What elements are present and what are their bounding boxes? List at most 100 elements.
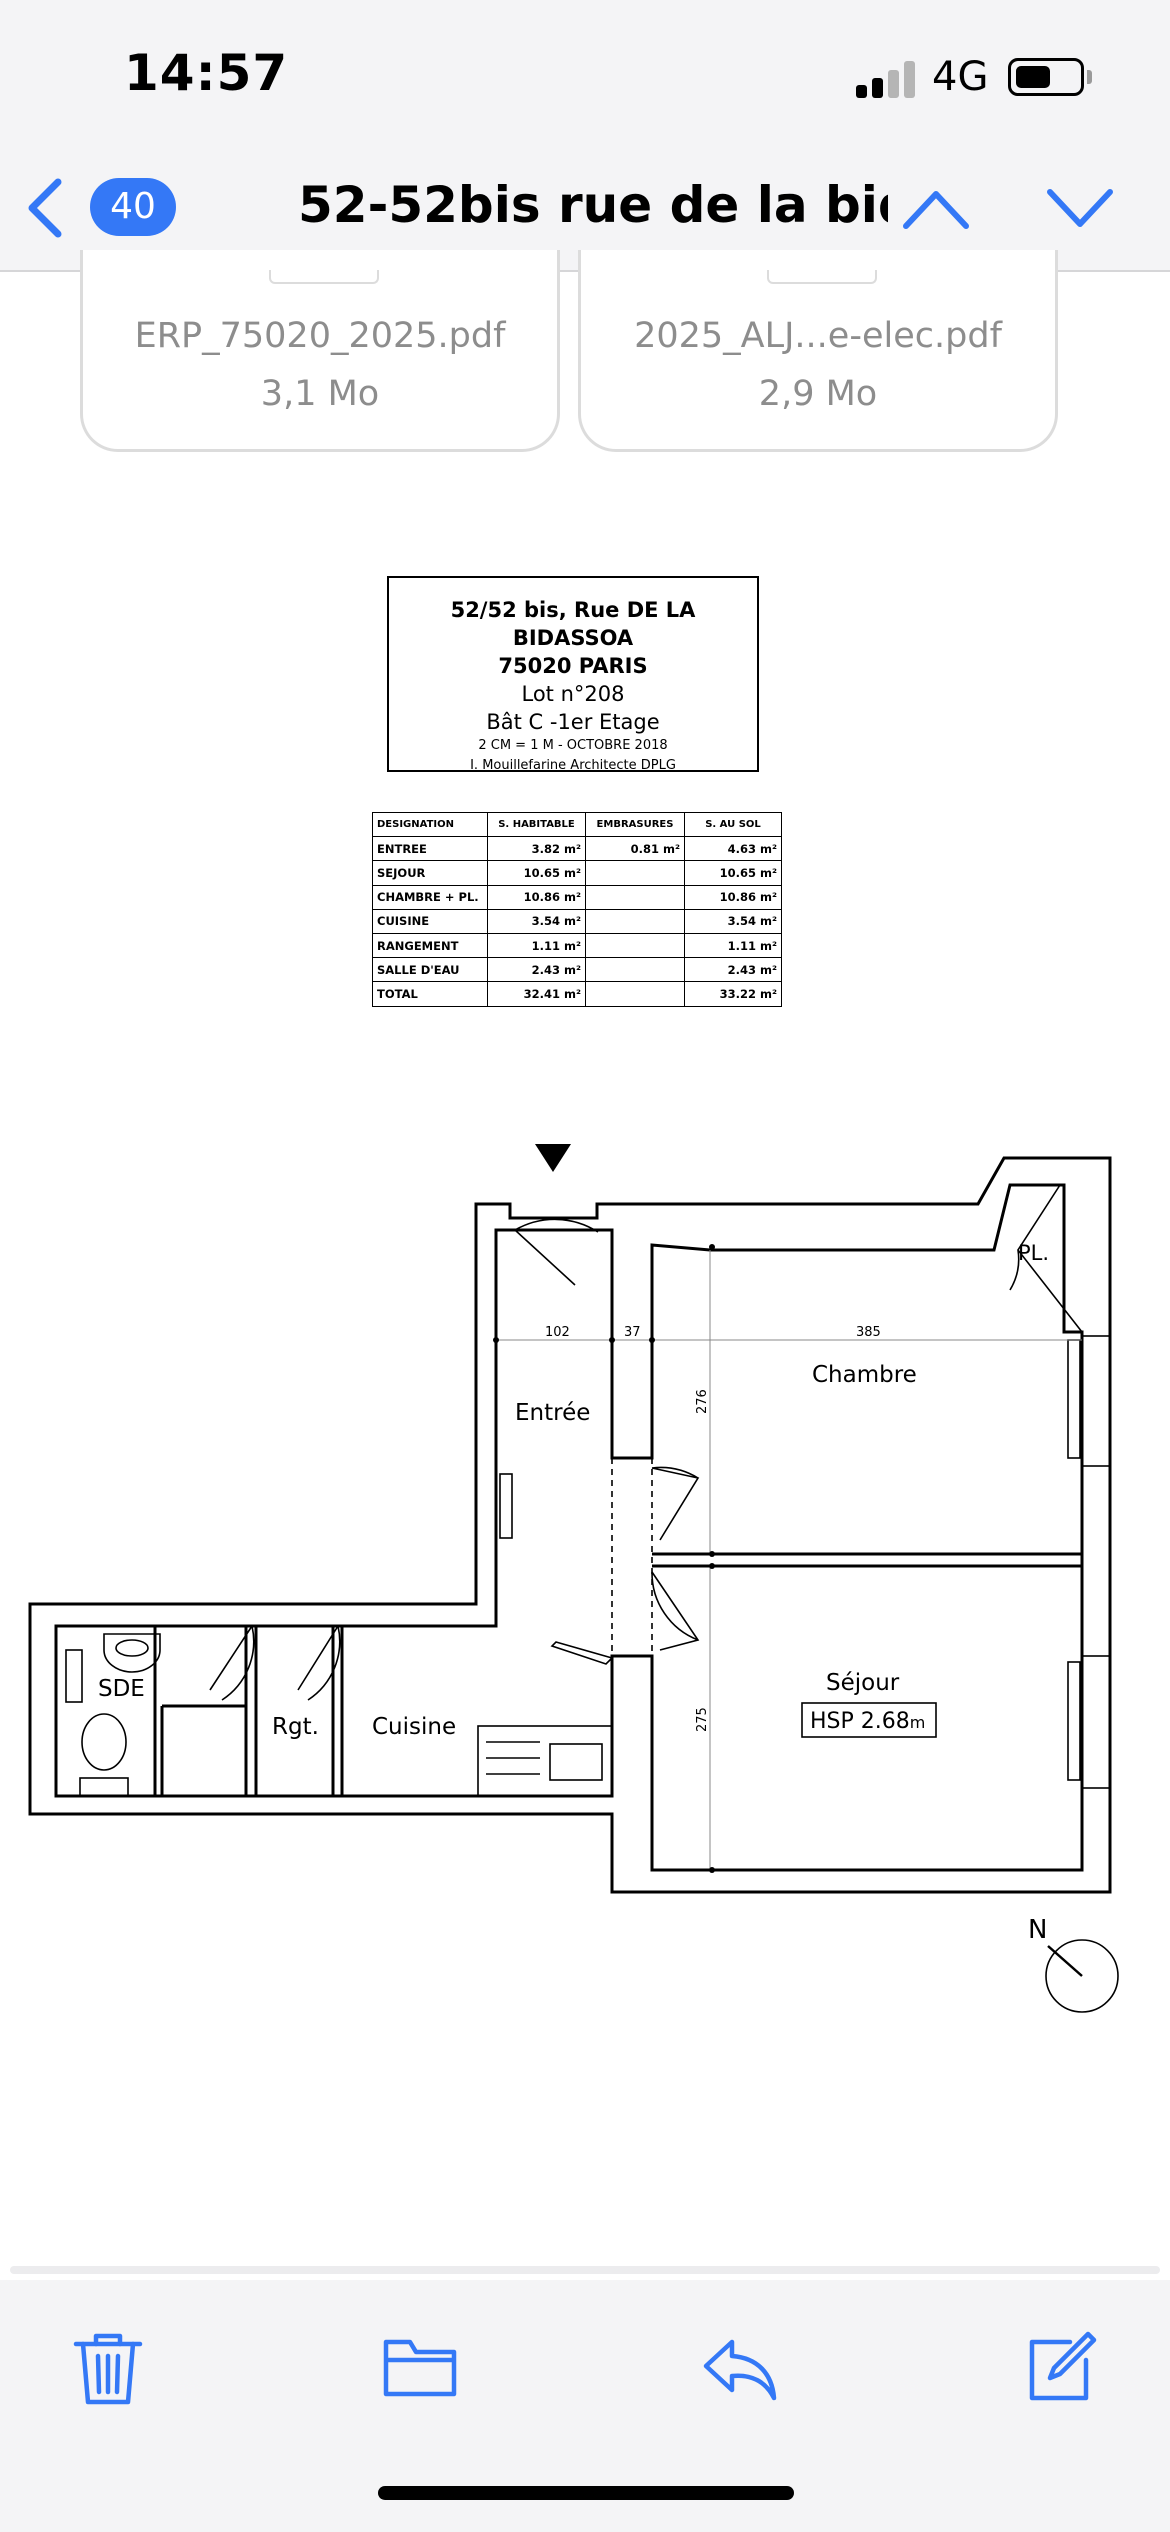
door <box>651 1571 700 1651</box>
compose-icon[interactable] <box>1020 2328 1100 2408</box>
home-indicator[interactable] <box>378 2486 794 2500</box>
window <box>65 1649 83 1703</box>
room-label-sejour: Séjour <box>826 1670 900 1696</box>
table-cell <box>585 860 685 886</box>
column-header: S. AU SOL <box>684 811 782 838</box>
table-cell: 10.65 m² <box>684 860 782 886</box>
folder-icon[interactable] <box>380 2328 460 2408</box>
door <box>297 1625 341 1701</box>
dimension-label: 37 <box>624 1325 641 1340</box>
thread-title: 52-52bis rue de la bid... <box>298 176 888 234</box>
door <box>514 1218 599 1286</box>
table-cell: SEJOUR <box>372 860 488 886</box>
table-row: ENTREE 3.82 m² 0.81 m² 4.63 m² <box>372 836 782 862</box>
room-label-cuisine: Cuisine <box>372 1714 456 1740</box>
room-label-entree: Entrée <box>515 1400 590 1426</box>
table-cell: 3.82 m² <box>487 836 586 862</box>
room-label-sde: SDE <box>98 1676 145 1702</box>
door <box>550 1641 614 1665</box>
attachment-size: 3,1 Mo <box>260 374 380 414</box>
attachment-thumbnail <box>269 270 379 284</box>
network-type: 4G <box>932 54 989 100</box>
table-row: CHAMBRE + PL. 10.86 m² 10.86 m² <box>372 884 782 910</box>
battery-icon <box>1008 58 1084 96</box>
toolbar-divider <box>10 2266 1160 2274</box>
status-time: 14:57 <box>124 44 289 102</box>
room-label-pl: PL. <box>1018 1241 1049 1265</box>
table-cell: 32.41 m² <box>487 981 586 1007</box>
table-row: SALLE D'EAU 2.43 m² 2.43 m² <box>372 957 782 983</box>
table-cell: 10.86 m² <box>487 884 586 910</box>
window <box>499 1473 513 1539</box>
table-cell <box>585 908 685 934</box>
table-cell <box>585 981 685 1007</box>
attachment-thumbnail <box>767 270 877 284</box>
inner-wall <box>54 1183 1084 1872</box>
attachment-name: 2025_ALJ...e-elec.pdf <box>634 316 1002 356</box>
dimension-label: 385 <box>856 1325 881 1340</box>
table-row: CUISINE 3.54 m² 3.54 m² <box>372 908 782 934</box>
plan-address: 52/52 bis, Rue DE LA BIDASSOA <box>450 598 696 650</box>
attachment-size: 2,9 Mo <box>758 374 878 414</box>
table-cell: 3.54 m² <box>487 908 586 934</box>
table-cell: CHAMBRE + PL. <box>372 884 488 910</box>
hsp-label: HSP 2.68m <box>810 1709 925 1734</box>
dimension-label: 275 <box>695 1707 710 1732</box>
window <box>1081 1335 1111 1467</box>
cellular-signal-icon <box>856 58 916 98</box>
north-compass-icon <box>1045 1939 1119 2013</box>
message-count-badge[interactable]: 40 <box>90 178 176 236</box>
floor-plan: Entrée Chambre Séjour Cuisine SDE Rgt. P… <box>28 1144 1119 2013</box>
attachment-card[interactable]: ERP_75020_2025.pdf 3,1 Mo <box>80 250 560 452</box>
chevron-left-icon[interactable] <box>22 176 68 240</box>
room-label-rgt: Rgt. <box>272 1714 319 1740</box>
plan-building: Bât C -1er Etage <box>486 710 660 734</box>
dimension-label: 276 <box>695 1389 710 1414</box>
table-cell: 0.81 m² <box>585 836 685 862</box>
washbasin-bowl <box>115 1639 149 1657</box>
column-header: S. HABITABLE <box>487 811 586 838</box>
window <box>1081 1655 1111 1789</box>
table-cell: 2.43 m² <box>487 957 586 983</box>
table-cell: 10.65 m² <box>487 860 586 886</box>
table-row: TOTAL 32.41 m² 33.22 m² <box>372 981 782 1007</box>
table-header-row: DESIGNATION S. HABITABLE EMBRASURES S. A… <box>372 811 782 838</box>
window <box>1067 1339 1081 1459</box>
reply-icon[interactable] <box>700 2328 780 2408</box>
table-row: RANGEMENT 1.11 m² 1.11 m² <box>372 932 782 959</box>
battery-tip <box>1087 70 1092 84</box>
dimension-label: 102 <box>545 1325 570 1340</box>
attachment-card[interactable]: 2025_ALJ...e-elec.pdf 2,9 Mo <box>578 250 1058 452</box>
table-cell: 1.11 m² <box>684 932 782 959</box>
column-header: DESIGNATION <box>372 811 488 838</box>
table-cell: 4.63 m² <box>684 836 782 862</box>
table-cell: CUISINE <box>372 908 488 934</box>
kitchen-counter <box>477 1725 613 1797</box>
outer-wall <box>28 1156 1112 1894</box>
trash-icon[interactable] <box>68 2328 148 2408</box>
chevron-up-icon[interactable] <box>900 182 972 234</box>
plan-scale: 2 CM = 1 M - OCTOBRE 2018 <box>478 738 668 753</box>
table-cell <box>585 932 685 959</box>
hsp-box <box>801 1702 937 1738</box>
plan-title-block: 52/52 bis, Rue DE LA BIDASSOA 75020 PARI… <box>387 576 759 773</box>
attachment-name: ERP_75020_2025.pdf <box>134 316 506 356</box>
chevron-down-icon[interactable] <box>1044 182 1116 234</box>
toilet-tank <box>79 1777 129 1797</box>
plan-city: 75020 PARIS <box>498 654 648 678</box>
column-header: EMBRASURES <box>585 811 685 838</box>
table-cell: 3.54 m² <box>684 908 782 934</box>
table-cell: TOTAL <box>372 981 488 1007</box>
kitchen-sink <box>549 1743 603 1781</box>
table-cell <box>585 884 685 910</box>
table-cell <box>585 957 685 983</box>
table-cell: 1.11 m² <box>487 932 586 959</box>
window <box>1067 1661 1081 1781</box>
room-label-chambre: Chambre <box>812 1362 917 1388</box>
hsp-value: HSP 2.68 <box>810 1709 910 1734</box>
table-cell: RANGEMENT <box>372 932 488 959</box>
entrance-arrow-icon <box>535 1144 571 1172</box>
plan-architect: I. Mouillefarine Architecte DPLG <box>470 758 676 773</box>
north-label: N <box>1028 1915 1047 1945</box>
table-cell: ENTREE <box>372 836 488 862</box>
